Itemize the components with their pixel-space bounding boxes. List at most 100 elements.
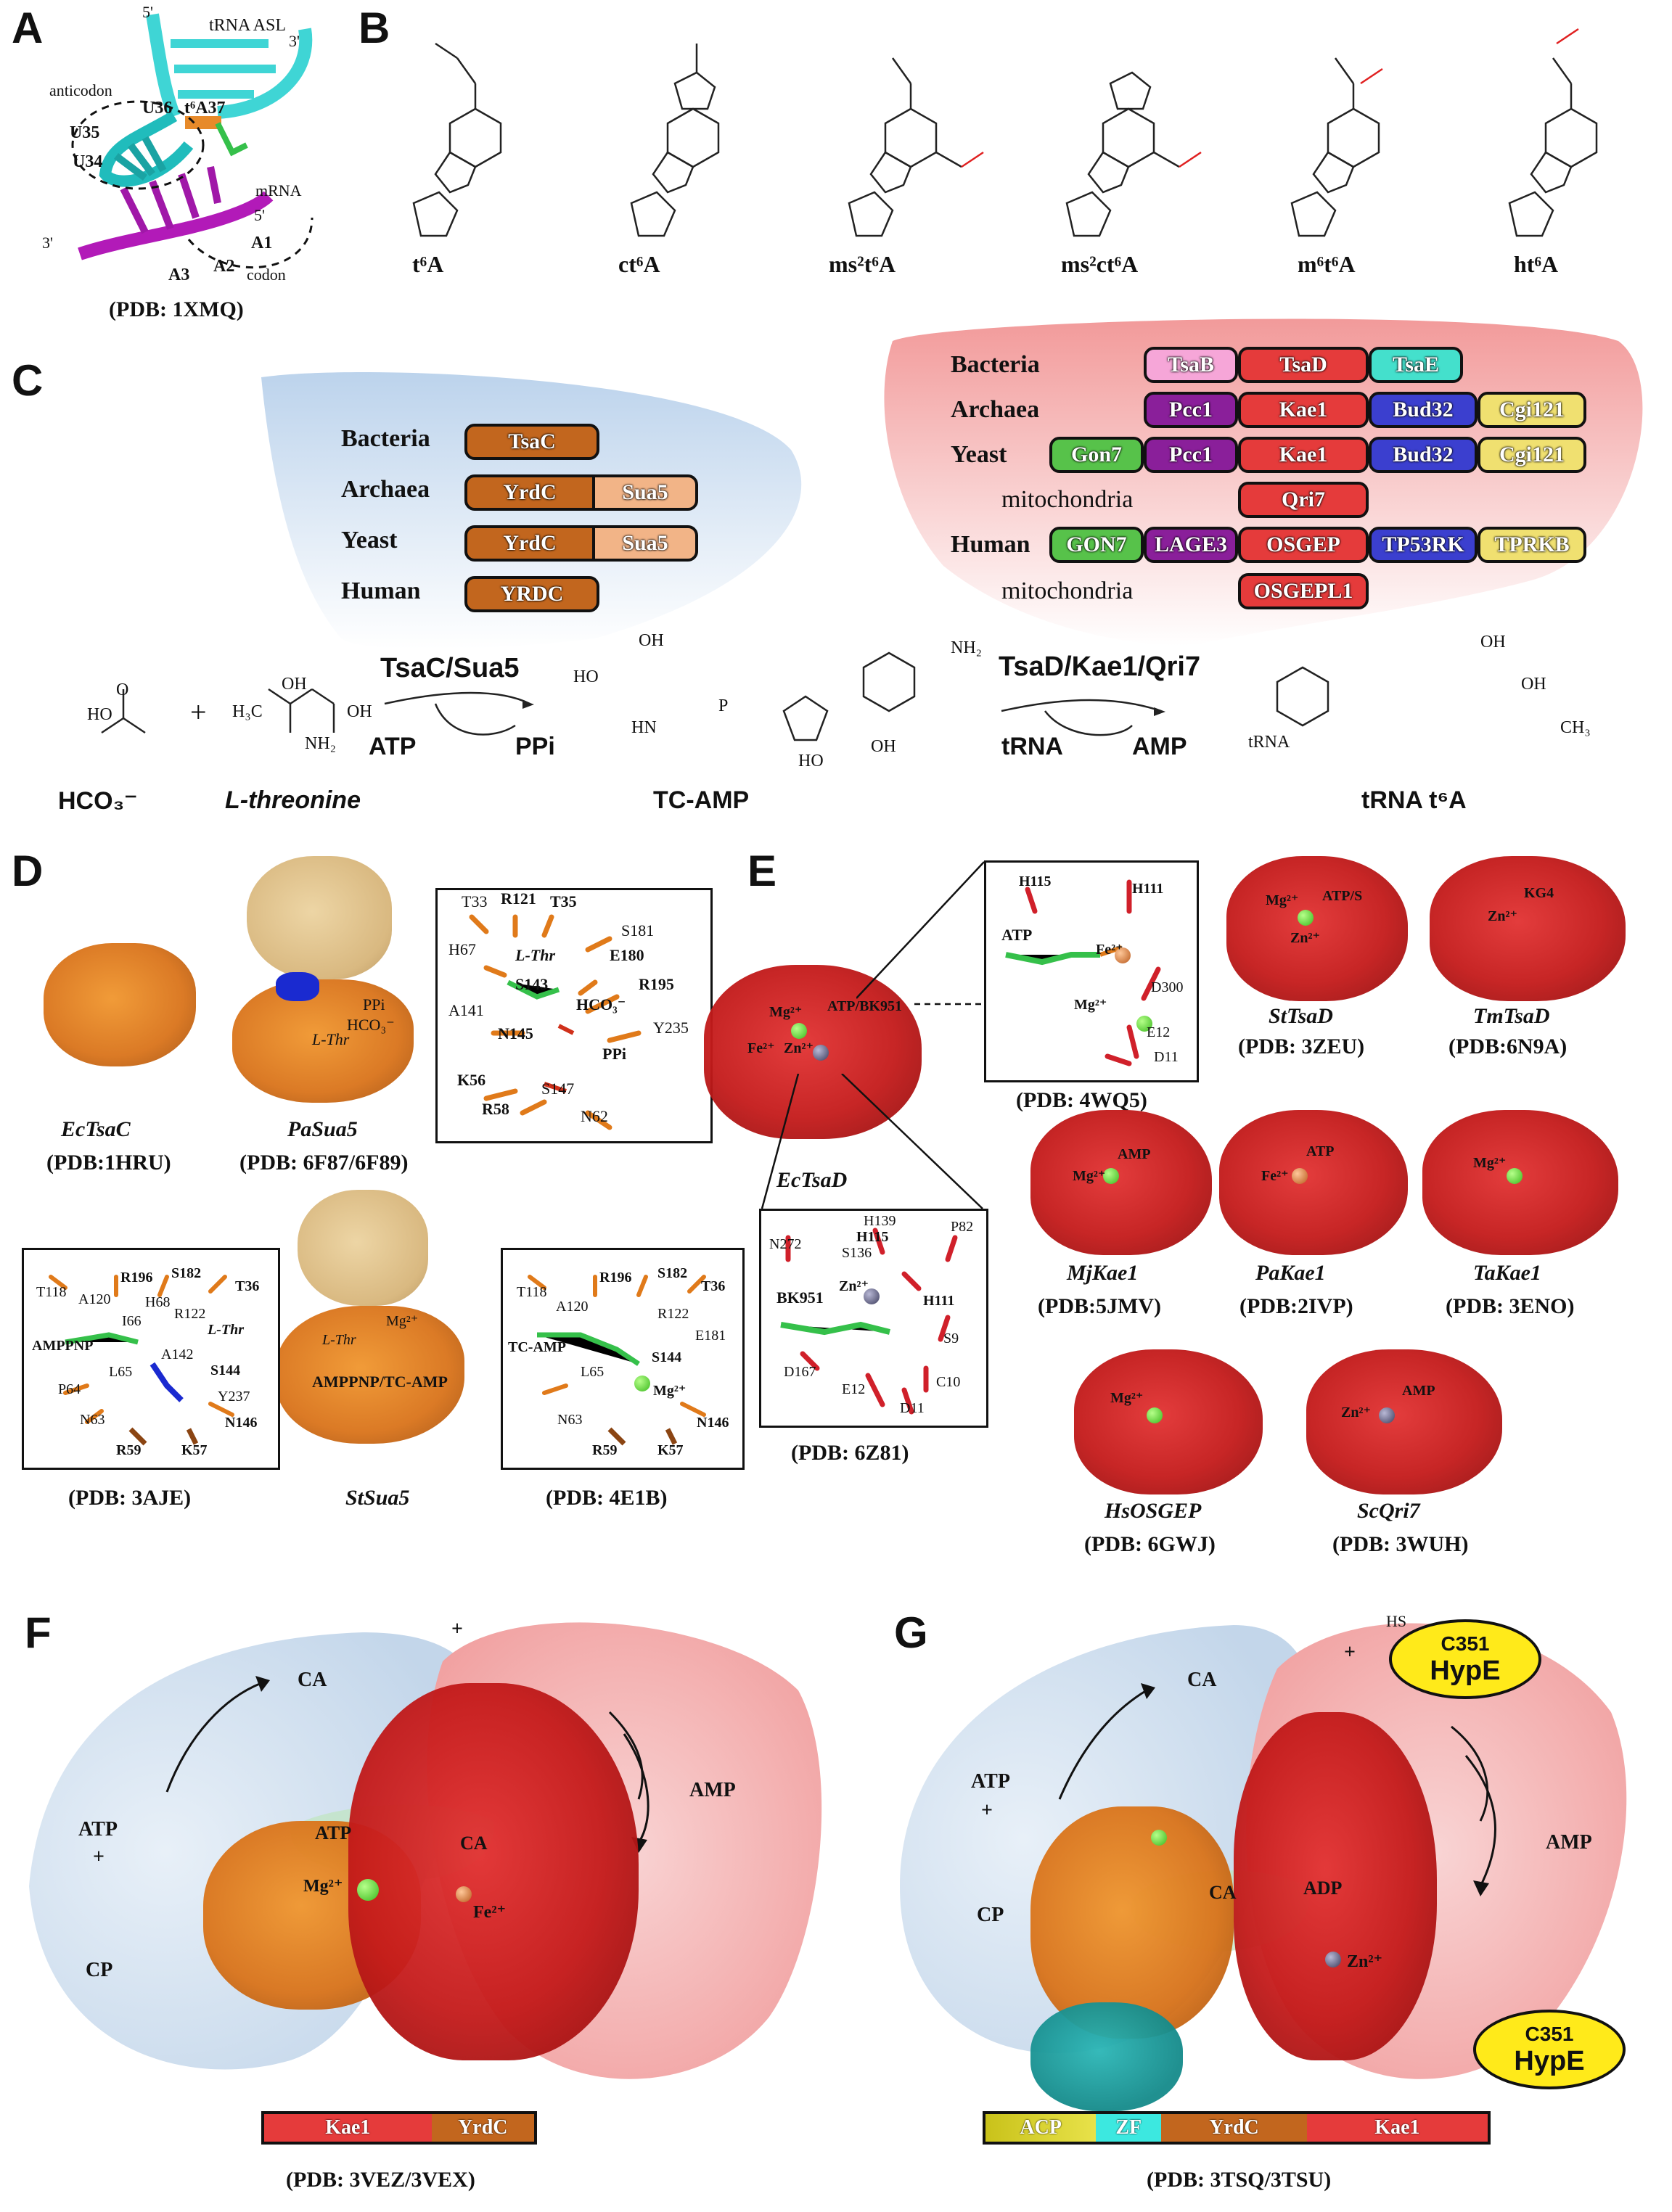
eb-d167: D167	[784, 1364, 816, 1380]
d-res-s181: S181	[621, 921, 655, 940]
dl-r196: R196	[120, 1270, 153, 1286]
takae1-mg-ion	[1507, 1168, 1523, 1184]
ei-d300: D300	[1151, 979, 1184, 995]
g-domain-zf: ZF	[1096, 2114, 1162, 2142]
mod-label-5: m⁶t⁶A	[1298, 251, 1356, 277]
f-amp: AMP	[689, 1779, 736, 1801]
chem-nh2-tc: NH₂	[951, 638, 983, 657]
pakae1-atp: ATP	[1306, 1143, 1335, 1159]
dl-s144: S144	[210, 1362, 241, 1378]
g-zn-ion	[1325, 1952, 1341, 1968]
dl-y237: Y237	[218, 1389, 250, 1405]
label-codon: codon	[247, 266, 286, 284]
hsosgep-name: HsOSGEP	[1105, 1499, 1202, 1523]
dl-t118: T118	[36, 1284, 67, 1300]
c-pill-gon7-human: GON7	[1049, 527, 1144, 563]
pasua5-blue-region	[276, 972, 319, 1001]
d-inset-right-sticks	[528, 1275, 706, 1446]
dl-t36: T36	[235, 1278, 260, 1294]
label-t6a37: t⁶A37	[184, 99, 226, 118]
f-caption: (PDB: 3VEZ/3VEX)	[286, 2168, 475, 2192]
dr-s144: S144	[652, 1349, 682, 1365]
panel-b-letter: B	[358, 4, 390, 52]
g-hype-top-name: HypE	[1430, 1656, 1501, 1686]
dl-k57: K57	[181, 1442, 208, 1458]
amp-label: AMP	[1132, 733, 1187, 760]
stsua5-lthr: L-Thr	[322, 1332, 356, 1348]
sttsad-name: StTsaD	[1269, 1004, 1333, 1028]
c-pill-pcc1-archaea: Pcc1	[1144, 392, 1238, 428]
c-pill-tsae: TsaE	[1369, 347, 1463, 383]
c-left-org-4: Human	[341, 577, 421, 604]
c-pill-bud32-archaea: Bud32	[1369, 392, 1478, 428]
g-caption: (PDB: 3TSQ/3TSU)	[1147, 2168, 1332, 2192]
pasua5-name: PaSua5	[287, 1117, 358, 1141]
g-mg-ion	[1151, 1830, 1167, 1846]
label-a1: A1	[251, 234, 273, 252]
c-pill-tsac: TsaC	[464, 424, 599, 460]
pasua5-ppi: PPi	[363, 995, 385, 1014]
chem-ch3-t6a: CH₃	[1560, 718, 1591, 737]
chem-oh-tc: OH	[639, 631, 664, 650]
label-3prime-mid: 3'	[42, 234, 53, 252]
scqri7-pdb: (PDB: 3WUH)	[1332, 1532, 1469, 1556]
c-right-org-4: mitochondria	[1001, 486, 1134, 513]
mod-label-3: ms²t⁶A	[829, 251, 896, 277]
g-plus2: +	[1344, 1641, 1356, 1664]
g-hype-bottom-name: HypE	[1514, 2046, 1585, 2076]
ectsad-name: EcTsaD	[776, 1168, 848, 1192]
g-hs: HS	[1386, 1612, 1407, 1630]
dr-s182: S182	[657, 1265, 688, 1281]
label-3prime-top: 3'	[289, 32, 300, 50]
takae1-name: TaKae1	[1473, 1261, 1541, 1285]
ei-h111: H111	[1132, 881, 1164, 897]
f-fe-ion	[456, 1886, 472, 1902]
scqri7-zn-ion	[1379, 1407, 1395, 1423]
ectsad-zn: Zn²⁺	[784, 1040, 814, 1056]
d-res-r121: R121	[501, 889, 536, 908]
d-res-r195: R195	[639, 975, 674, 993]
e-zoom-lines	[761, 1074, 983, 1209]
dr-t118: T118	[517, 1284, 547, 1300]
dl-h68: H68	[145, 1294, 171, 1310]
c-pill-gon7-yeast: Gon7	[1049, 437, 1144, 473]
panel-g-letter: G	[894, 1608, 928, 1657]
tmtsad-pdb: (PDB:6N9A)	[1448, 1035, 1568, 1058]
g-ca-top: CA	[1187, 1669, 1217, 1691]
chem-oh-t6a: OH	[1480, 633, 1506, 651]
mod-label-6: ht⁶A	[1514, 251, 1559, 277]
e-inset-fe-ion	[1115, 947, 1131, 963]
chem-o-1: O	[116, 681, 129, 699]
f-plus2: +	[451, 1618, 463, 1640]
dr-k57: K57	[657, 1442, 684, 1458]
f-mg-label: Mg²⁺	[303, 1877, 343, 1896]
sttsad-zn: Zn²⁺	[1290, 930, 1321, 946]
g-plus: +	[981, 1799, 993, 1822]
c-pill-tp53rk: TP53RK	[1369, 527, 1478, 563]
g-amp: AMP	[1546, 1831, 1592, 1854]
chem-ho-tc: HO	[573, 667, 599, 686]
eb-d11: D11	[900, 1400, 925, 1416]
pasua5-top-domain	[247, 856, 392, 979]
f-cp: CP	[86, 1959, 113, 1981]
scqri7-amp: AMP	[1402, 1383, 1435, 1399]
d-res-s143: S143	[515, 975, 549, 993]
d-res-e180: E180	[610, 946, 644, 964]
f-atp: ATP	[78, 1818, 118, 1841]
d-inset-right-mg-ion	[634, 1376, 650, 1391]
d-res-n62: N62	[581, 1107, 608, 1125]
g-atp: ATP	[971, 1770, 1010, 1793]
d-inset-left-caption: (PDB: 3AJE)	[68, 1486, 192, 1510]
d-inset-left-sticks	[49, 1275, 234, 1446]
sttsad-mg: Mg²⁺	[1266, 892, 1299, 908]
eb-h115: H115	[856, 1229, 889, 1245]
label-5prime-mid: 5'	[254, 206, 265, 224]
c-left-org-1: Bacteria	[341, 425, 430, 452]
ectsac-name: EcTsaC	[61, 1117, 131, 1141]
chem-oh-t6a2: OH	[1521, 675, 1546, 694]
dr-mg: Mg²⁺	[653, 1383, 687, 1399]
e-inset-top	[984, 860, 1199, 1082]
c-pill-tsad: TsaD	[1238, 347, 1369, 383]
modification-structures	[412, 28, 1598, 237]
dr-r59: R59	[592, 1442, 618, 1458]
